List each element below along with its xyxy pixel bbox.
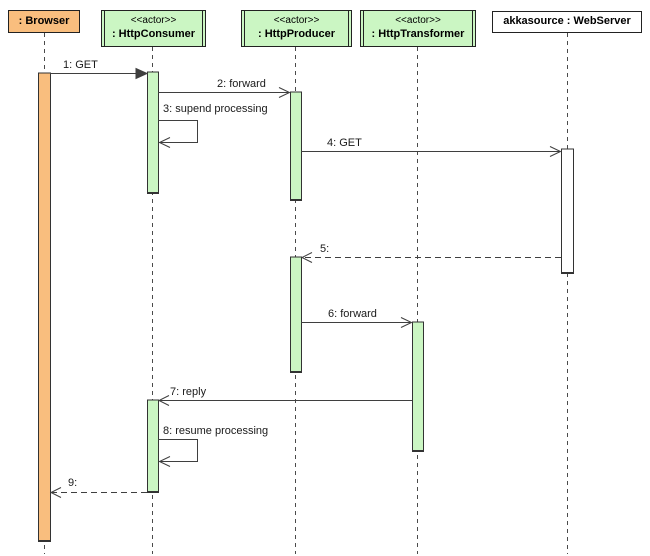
message-5-reply [300, 252, 561, 263]
participant-http-transformer-label: : HttpTransformer [371, 27, 465, 40]
arrowhead-open [158, 456, 171, 467]
arrowhead-open [158, 137, 171, 148]
message-2-label: 2: forward [217, 78, 266, 90]
arrowhead-open [49, 487, 62, 498]
message-8-self-loop [158, 439, 198, 467]
message-7-reply [157, 395, 412, 406]
arrowhead-open [300, 252, 313, 263]
message-4-label: 4: GET [327, 137, 362, 149]
arrowhead-open [400, 317, 413, 328]
participant-http-consumer-label: : HttpConsumer [111, 27, 196, 40]
arrowhead-open [278, 87, 291, 98]
message-1-get [50, 67, 149, 80]
activation-consumer-2 [147, 399, 159, 493]
message-2-forward [158, 87, 291, 98]
message-4-get [301, 146, 562, 157]
message-6-label: 6: forward [328, 308, 377, 320]
participant-browser: : Browser [8, 10, 80, 33]
arrowhead-open [549, 146, 562, 157]
activation-webserver [561, 148, 574, 274]
participant-http-producer-label: : HttpProducer [258, 27, 335, 40]
participant-http-consumer: <<actor>> : HttpConsumer [101, 10, 206, 47]
message-3-self-loop [158, 120, 198, 148]
message-1-label: 1: GET [63, 59, 98, 71]
arrowhead-filled [135, 67, 149, 80]
message-9-label: 9: [68, 477, 78, 489]
participant-http-producer: <<actor>> : HttpProducer [241, 10, 352, 47]
activation-producer-1 [290, 91, 302, 201]
participant-webserver-label: akkasource : WebServer [503, 15, 631, 28]
arrowhead-open [157, 395, 170, 406]
message-3-label: 3: supend processing [163, 103, 268, 115]
message-7-label: 7: reply [170, 386, 207, 398]
participant-browser-label: : Browser [18, 14, 70, 27]
message-8-label: 8: resume processing [163, 425, 269, 437]
message-9-reply [49, 487, 147, 498]
activation-transformer [412, 321, 424, 452]
activation-consumer-1 [147, 71, 159, 194]
message-5-label: 5: [320, 243, 330, 255]
participant-http-transformer-stereotype: <<actor>> [395, 15, 441, 27]
participant-http-consumer-stereotype: <<actor>> [130, 15, 177, 27]
activation-producer-2 [290, 256, 302, 373]
participant-http-transformer: <<actor>> : HttpTransformer [360, 10, 476, 47]
participant-webserver: akkasource : WebServer [492, 11, 642, 33]
message-6-forward [301, 317, 413, 328]
activation-browser [38, 72, 51, 542]
participant-http-producer-stereotype: <<actor>> [273, 15, 320, 27]
